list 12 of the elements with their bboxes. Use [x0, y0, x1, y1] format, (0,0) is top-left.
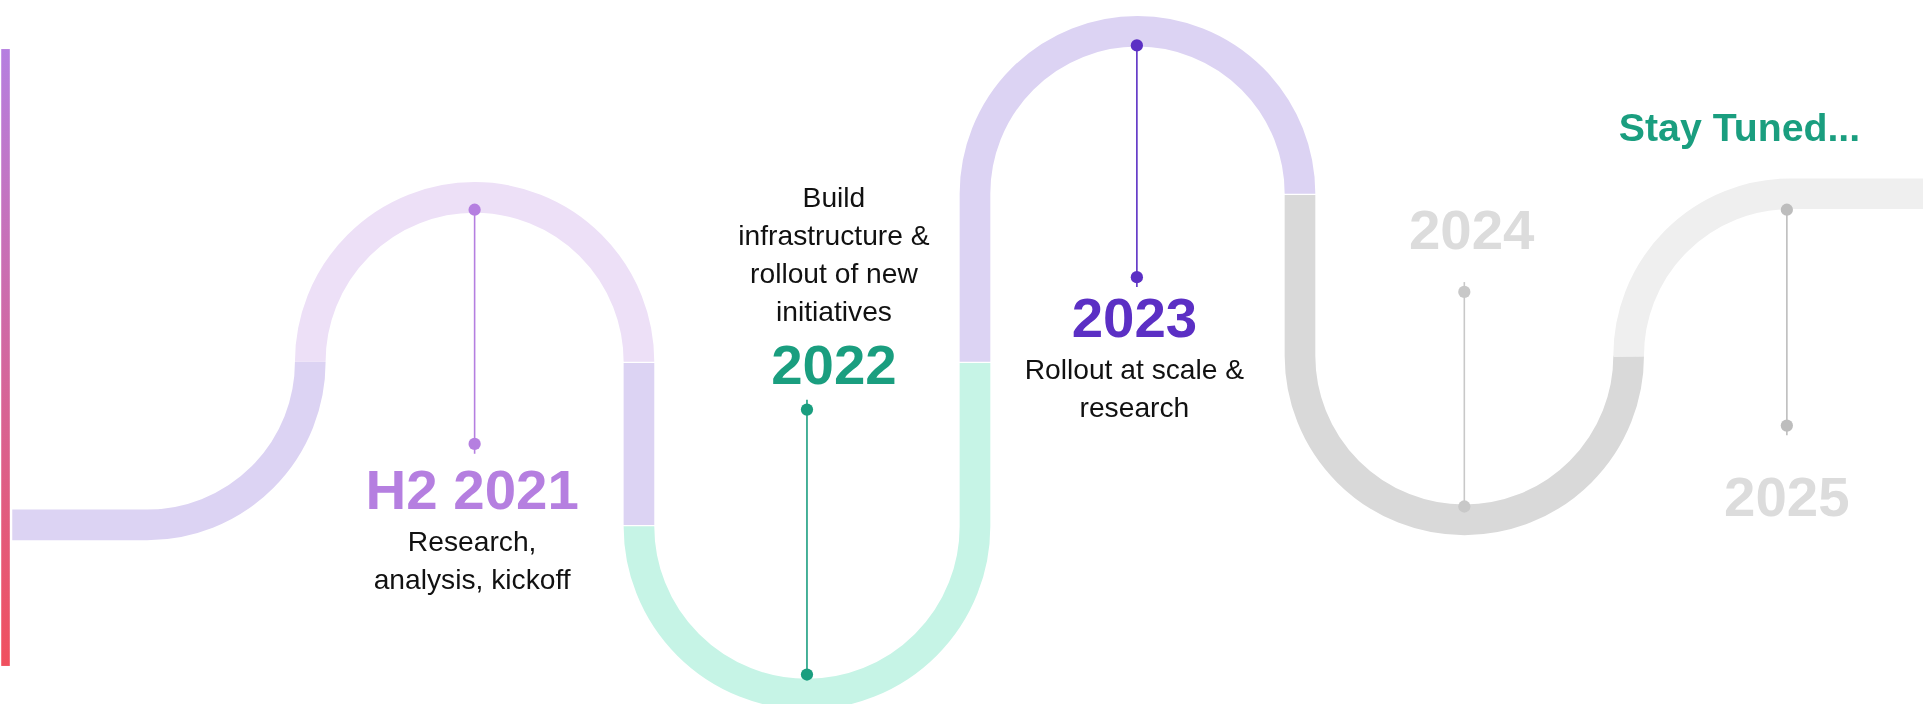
- milestone-description: Research, analysis, kickoff: [372, 523, 572, 597]
- year-heading: H2 2021: [365, 456, 579, 523]
- leader-line: [468, 203, 481, 455]
- year-heading: 2022: [771, 331, 897, 398]
- leader-line: [1458, 281, 1471, 513]
- milestone-description: Build infrastructure & rollout of new initiatives: [737, 180, 931, 330]
- leader-line: [1130, 39, 1143, 288]
- year-heading: 2023: [1071, 284, 1198, 351]
- leader-line: [800, 399, 814, 681]
- milestone-description: Rollout at scale & research: [1023, 352, 1246, 426]
- leader-line: [1780, 203, 1793, 437]
- teaser-text: Stay Tuned...: [1618, 105, 1861, 151]
